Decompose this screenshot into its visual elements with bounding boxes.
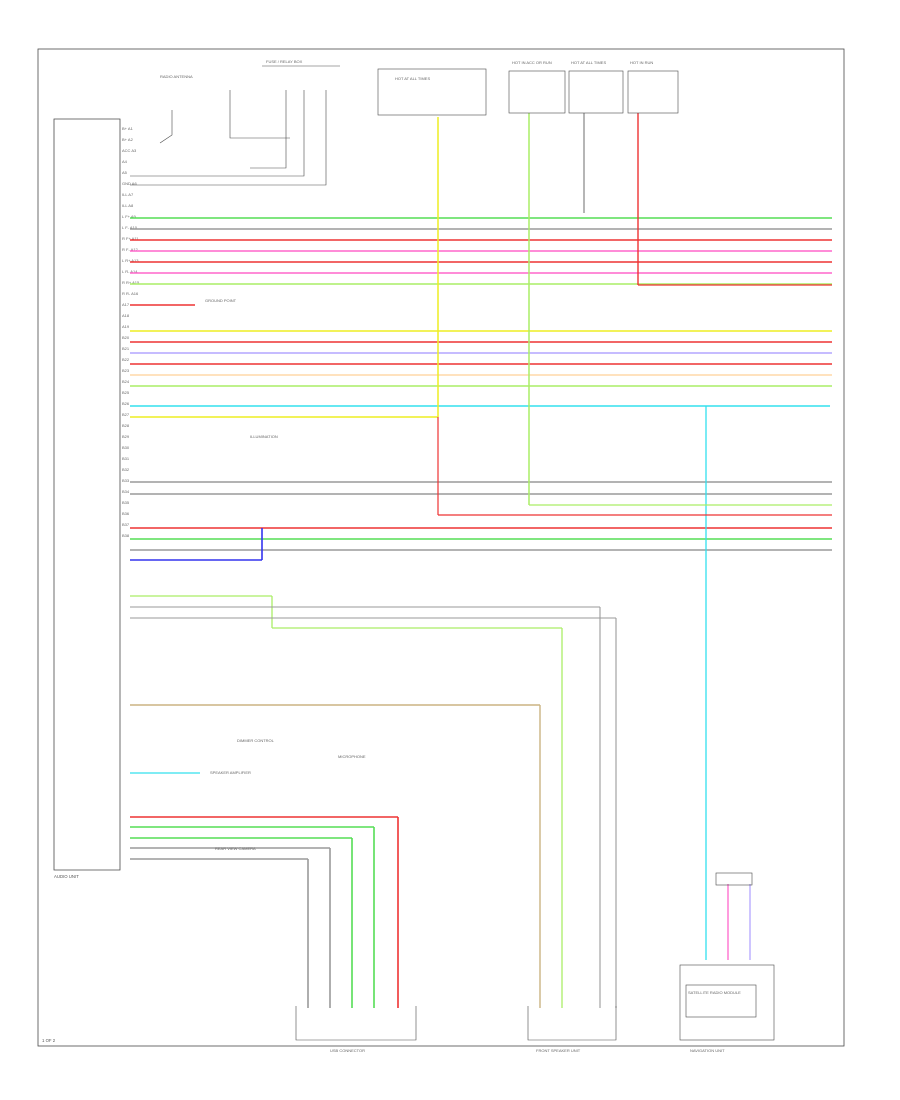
connector-pin-label: B22 <box>122 357 130 362</box>
connector-pin-label: B27 <box>122 412 130 417</box>
connector-pin-label: B31 <box>122 456 130 461</box>
connector-pin-label: ACC A3 <box>122 148 137 153</box>
fuse-box-3: HOT AT ALL TIMES <box>568 60 624 114</box>
svg-text:SATELLITE RADIO MODULE: SATELLITE RADIO MODULE <box>688 990 741 995</box>
audio-unit-label: AUDIO UNIT <box>54 874 79 879</box>
wire-harness <box>130 113 832 1008</box>
connector-pin-label: A5 <box>122 170 128 175</box>
connector-pin-label: A17 <box>122 302 130 307</box>
illumination-note: ILLUMINATION <box>250 434 278 439</box>
diagram-frame <box>37 48 845 1047</box>
dimmer-note: DIMMER CONTROL <box>237 738 275 743</box>
connector-pin-label: B38 <box>122 533 130 538</box>
connector-pin-label: L R+ A13 <box>122 258 139 263</box>
fuse-box-1: HOT AT ALL TIMES <box>377 68 487 116</box>
connector-pin-label: B25 <box>122 390 130 395</box>
connector-pin-label: R R+ A15 <box>122 280 140 285</box>
camera-note: REAR VIEW CAMERA <box>215 846 256 851</box>
connector-pin-label: L F+ A9 <box>122 214 137 219</box>
front-speaker-unit: FRONT SPEAKER UNIT <box>527 1006 617 1053</box>
ground-note: GROUND POINT <box>205 298 237 303</box>
sheet-label: 1 OF 2 <box>42 1038 56 1043</box>
connector-pin-label: B28 <box>122 423 130 428</box>
connector-pin-label: B23 <box>122 368 130 373</box>
svg-text:RADIO ANTENNA: RADIO ANTENNA <box>160 74 193 79</box>
svg-text:FUSE / RELAY BOX: FUSE / RELAY BOX <box>266 59 303 64</box>
fuse-box-2: HOT IN ACC OR RUN <box>508 60 566 114</box>
connector-pin-label: L F- A10 <box>122 225 138 230</box>
speaker-amp-note: SPEAKER AMPLIFIER <box>210 770 251 775</box>
connector-pin-label: GND A6 <box>122 181 137 186</box>
connector-pin-label: B+ A1 <box>122 126 134 131</box>
fuse-box-4: HOT IN RUN <box>627 60 679 114</box>
svg-text:HOT IN ACC OR RUN: HOT IN ACC OR RUN <box>512 60 552 65</box>
microphone-note: MICROPHONE <box>338 754 366 759</box>
navigation-unit: SATELLITE RADIO MODULE NAVIGATION UNIT <box>679 872 775 1053</box>
connector-pin-label: B21 <box>122 346 130 351</box>
fuse-relay-box: FUSE / RELAY BOX <box>130 59 340 186</box>
connector-pin-label: A19 <box>122 324 130 329</box>
connector-pin-label: A18 <box>122 313 130 318</box>
audio-unit: AUDIO UNIT <box>53 118 121 879</box>
connector-pin-label: ILL A8 <box>122 203 134 208</box>
connector-pin-label: B26 <box>122 401 130 406</box>
connector-pin-label: R F+ A11 <box>122 236 139 241</box>
connector-pin-label: R R- A16 <box>122 291 139 296</box>
svg-text:NAVIGATION UNIT: NAVIGATION UNIT <box>690 1048 725 1053</box>
connector-pin-label: B+ A2 <box>122 137 134 142</box>
connector-pin-label: B35 <box>122 500 130 505</box>
connector-pin-label: ILL A7 <box>122 192 134 197</box>
svg-text:HOT AT ALL TIMES: HOT AT ALL TIMES <box>395 76 430 81</box>
connector-pin-label: R F- A12 <box>122 247 139 252</box>
svg-text:FRONT SPEAKER UNIT: FRONT SPEAKER UNIT <box>536 1048 581 1053</box>
usb-connector: USB CONNECTOR <box>295 1006 417 1053</box>
connector-pin-label: A4 <box>122 159 128 164</box>
connector-pin-label: B34 <box>122 489 130 494</box>
svg-text:HOT IN RUN: HOT IN RUN <box>630 60 653 65</box>
svg-text:HOT AT ALL TIMES: HOT AT ALL TIMES <box>571 60 606 65</box>
connector-pin-label: B37 <box>122 522 130 527</box>
connector-pin-label: B29 <box>122 434 130 439</box>
connector-pin-label: B36 <box>122 511 130 516</box>
connector-pin-label: B30 <box>122 445 130 450</box>
connector-pin-label: B24 <box>122 379 130 384</box>
connector-pin-label: B32 <box>122 467 130 472</box>
connector-pin-label: B20 <box>122 335 130 340</box>
radio-antenna: RADIO ANTENNA <box>159 74 193 144</box>
svg-text:USB CONNECTOR: USB CONNECTOR <box>330 1048 365 1053</box>
connector-pin-label: B33 <box>122 478 130 483</box>
connector-pin-label: L R- A14 <box>122 269 138 274</box>
